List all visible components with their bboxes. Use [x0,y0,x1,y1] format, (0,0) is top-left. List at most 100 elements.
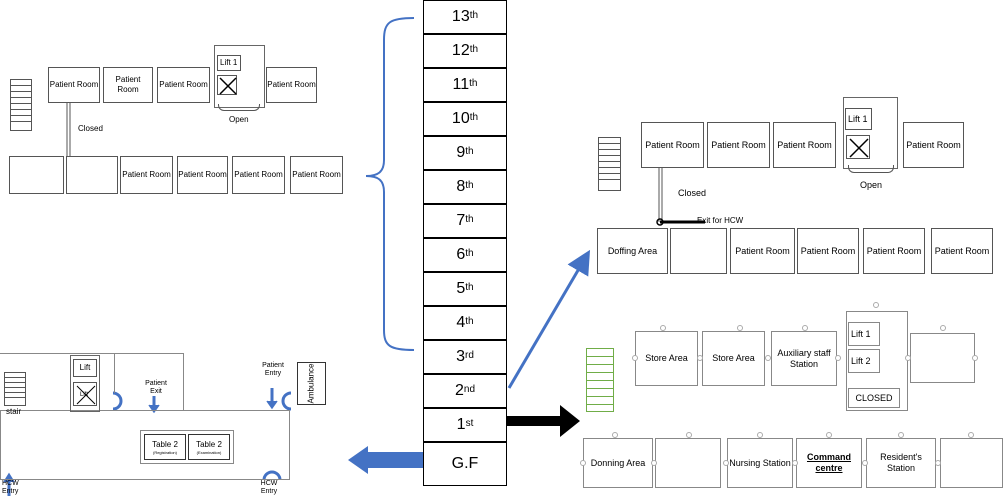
floor-ground[interactable]: G.F [423,442,507,486]
lift-cross-icon: Lift [73,382,97,406]
selection-handle [792,460,798,466]
room[interactable] [910,333,975,383]
patient-room[interactable]: Patient Room [157,67,210,103]
selection-handle [905,355,911,361]
selection-handle [835,355,841,361]
patient-room[interactable]: Patient Room [931,228,993,274]
patient-entry-label: Patient Entry [262,362,284,377]
ambulance-label: Ambulance [307,363,316,404]
lift-shaft [846,311,908,411]
selection-handle [612,432,618,438]
selection-handle [940,325,946,331]
ambulance-box[interactable]: Ambulance [297,362,326,405]
room[interactable] [655,438,721,488]
patient-room[interactable]: Patient Room [232,156,285,194]
auxiliary-staff-station[interactable]: Auxiliary staff Station [771,331,837,386]
lift-1-label: Lift 1 [848,322,880,346]
selection-handle [898,432,904,438]
patient-room[interactable]: Patient Room [103,67,153,103]
hcw-entry-left-label: HCW Entry [2,480,19,495]
selection-handle [757,432,763,438]
patient-room[interactable]: Patient Room [903,122,964,168]
lift-small-label: Lift [80,392,89,398]
patient-exit-label: Patient Exit [145,380,167,395]
selection-handle [765,355,771,361]
selection-handle [968,432,974,438]
wall-segment [114,353,115,393]
ground-floor-arrow [348,446,423,474]
patient-room[interactable]: Patient Room [863,228,925,274]
open-label: Open [860,180,883,190]
selection-handle [873,302,879,308]
lift-door [848,165,894,173]
examination-table[interactable]: Table 2 (Examination) [188,434,230,460]
closed-label: Closed [678,188,707,198]
stair-label: stair [6,407,22,416]
first-floor-arrow [507,405,580,437]
lift-cross-icon [846,135,870,159]
store-area[interactable]: Store Area [702,331,765,386]
patient-room[interactable]: Patient Room [177,156,228,194]
lift-door [218,104,260,111]
room[interactable] [9,156,64,194]
lift-shaft [843,97,898,169]
room[interactable] [940,438,1003,488]
selection-handle [686,432,692,438]
lift-label: Lift [73,359,97,377]
store-area[interactable]: Store Area [635,331,698,386]
donning-area[interactable]: Donning Area [583,438,653,488]
patient-room[interactable]: Patient Room [290,156,343,194]
command-centre[interactable]: Command centre [796,438,862,488]
selection-handle [972,355,978,361]
floor-brace [365,17,415,351]
lift-label: Lift 1 [217,55,241,71]
selection-handle [802,325,808,331]
patient-room[interactable]: Patient Room [797,228,859,274]
closed-label: Closed [78,124,103,133]
nursing-station[interactable]: Nursing Station [727,438,793,488]
lift-cross-icon [217,75,237,95]
selection-handle [723,460,729,466]
stairs-icon [10,79,32,131]
residents-station[interactable]: Resident's Station [866,438,936,488]
patient-room[interactable]: Patient Room [641,122,704,168]
second-floor-arrow [507,249,591,389]
patient-room[interactable]: Patient Room [266,67,317,103]
hcw-entry-right-label: HCW Entry [260,480,278,495]
patient-room[interactable]: Patient Room [730,228,795,274]
selection-handle [651,460,657,466]
selection-handle [737,325,743,331]
lift-shaft [214,45,265,108]
room[interactable] [66,156,118,194]
doffing-area[interactable]: Doffing Area [597,228,668,274]
ground-hall [0,410,290,480]
patient-room[interactable]: Patient Room [707,122,770,168]
selection-handle [697,355,703,361]
closed-label: CLOSED [848,388,900,408]
registration-table[interactable]: Table 2 (Registration) [144,434,186,460]
room[interactable] [670,228,727,274]
selection-handle [826,432,832,438]
stairs-icon [4,372,26,406]
patient-room[interactable]: Patient Room [48,67,100,103]
stairs-icon [598,137,621,191]
exit-hcw-label: Exit for HCW [697,216,744,225]
table-area [140,430,234,464]
patient-room[interactable]: Patient Room [120,156,173,194]
stairs-icon [586,348,614,412]
patient-room[interactable]: Patient Room [773,122,836,168]
